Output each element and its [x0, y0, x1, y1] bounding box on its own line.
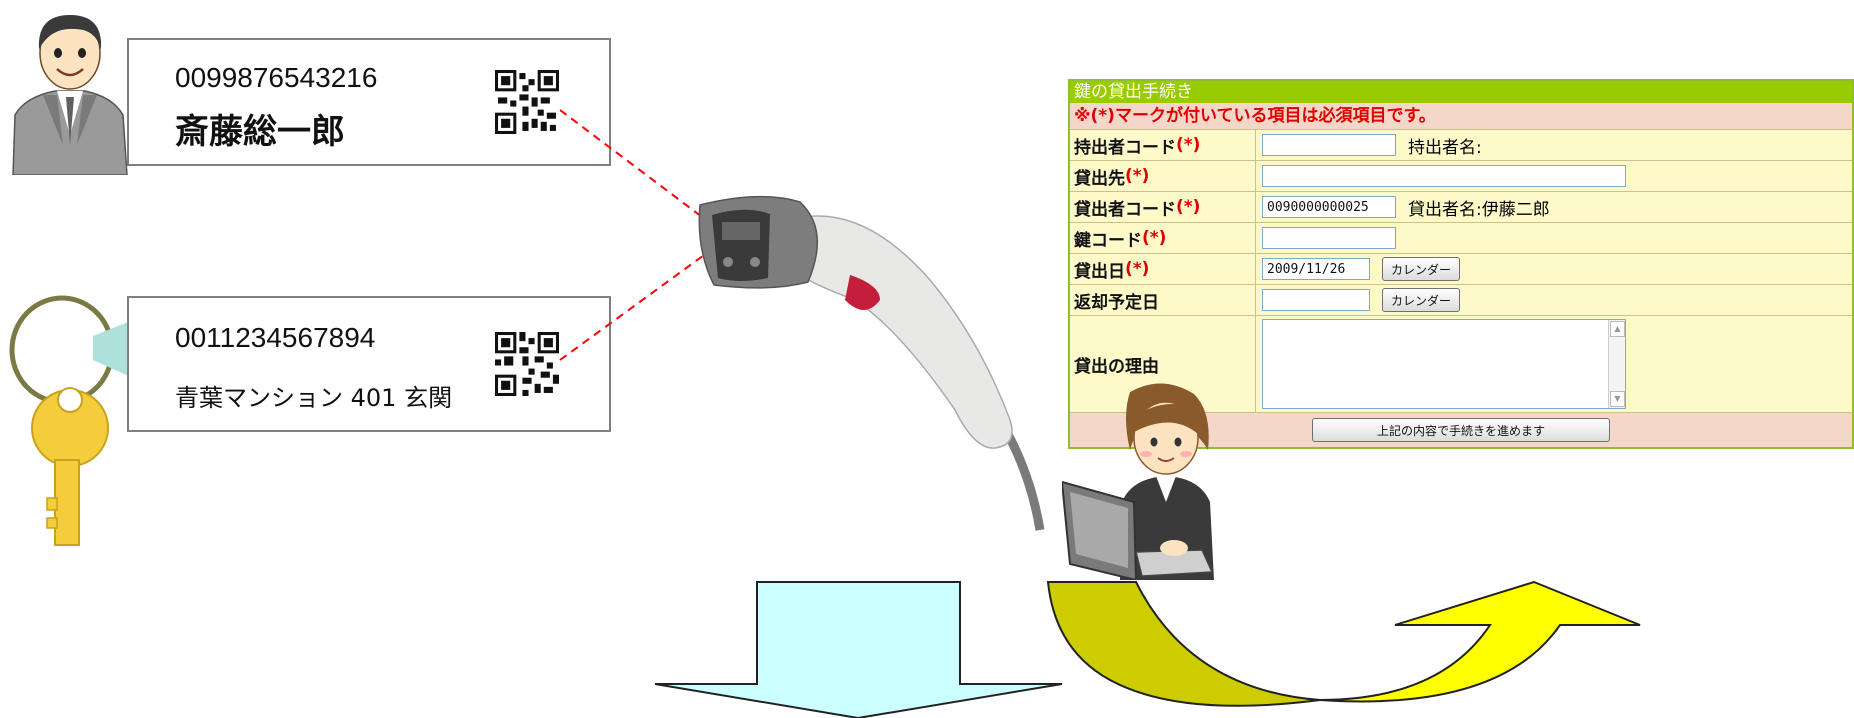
employee-id-card: 0099876543216 斎藤総一郎: [127, 38, 611, 166]
textarea-scrollbar[interactable]: ▲ ▼: [1608, 320, 1625, 408]
curved-arrow-olive: [1046, 581, 1321, 707]
form-title: 鍵の貸出手続き: [1070, 81, 1852, 103]
qr-code-icon: [495, 332, 559, 396]
borrower-name-label: 持出者名:: [1408, 137, 1482, 158]
scanner-handle: [789, 215, 1013, 449]
required-mark: (*): [1125, 259, 1150, 279]
reason-textarea[interactable]: ▲ ▼: [1262, 319, 1626, 409]
row-reason: 貸出の理由 ▲ ▼: [1070, 315, 1852, 412]
lender-name-text: 貸出者名:伊藤二郎: [1408, 199, 1550, 220]
office-worker-avatar: [1062, 383, 1214, 580]
borrower-code-input[interactable]: [1262, 134, 1396, 156]
required-note: ※(*)マークが付いている項目は必須項目です。: [1070, 103, 1852, 129]
borrower-code-label: 持出者コード: [1074, 137, 1176, 158]
destination-label: 貸出先: [1074, 168, 1125, 189]
required-mark: (*): [1176, 135, 1201, 155]
scroll-up-icon[interactable]: ▲: [1610, 321, 1625, 337]
destination-input[interactable]: [1262, 165, 1626, 187]
reason-label: 貸出の理由: [1074, 356, 1159, 377]
required-mark: (*): [1142, 228, 1167, 248]
return-date-label: 返却予定日: [1074, 292, 1159, 313]
key-id-card: 0011234567894 青葉マンション 401 玄関: [127, 296, 611, 432]
row-loan-date: 貸出日(*) カレンダー: [1070, 253, 1852, 284]
down-arrow: [654, 581, 1063, 718]
calendar-button[interactable]: カレンダー: [1382, 288, 1461, 312]
submit-button[interactable]: 上記の内容で手続きを進めます: [1312, 418, 1610, 442]
loan-date-label: 貸出日: [1074, 261, 1125, 282]
key-icon: [9, 295, 133, 546]
required-mark: (*): [1125, 166, 1150, 186]
key-code: 0011234567894: [175, 322, 376, 353]
scroll-down-icon[interactable]: ▼: [1610, 391, 1625, 407]
key-code-label: 鍵コード: [1074, 230, 1142, 251]
calendar-button[interactable]: カレンダー: [1382, 257, 1461, 281]
key-loan-form: 鍵の貸出手続き ※(*)マークが付いている項目は必須項目です。 持出者コード(*…: [1068, 79, 1854, 449]
scanner-head: [698, 195, 819, 289]
required-mark: (*): [1176, 197, 1201, 217]
key-name: 青葉マンション 401 玄関: [175, 384, 453, 412]
lender-code-label: 貸出者コード: [1074, 199, 1176, 220]
row-destination: 貸出先(*): [1070, 160, 1852, 191]
row-return-date: 返却予定日 カレンダー: [1070, 284, 1852, 315]
businessman-avatar: [12, 15, 128, 175]
row-lender-code: 貸出者コード(*) 貸出者名:伊藤二郎: [1070, 191, 1852, 222]
employee-name: 斎藤総一郎: [175, 112, 345, 152]
key-code-input[interactable]: [1262, 227, 1396, 249]
row-key-code: 鍵コード(*): [1070, 222, 1852, 253]
employee-code: 0099876543216: [175, 62, 378, 93]
loan-date-input[interactable]: [1262, 258, 1370, 280]
return-date-input[interactable]: [1262, 289, 1370, 311]
row-borrower-code: 持出者コード(*) 持出者名:: [1070, 129, 1852, 160]
qr-code-icon: [495, 70, 559, 134]
lender-code-input[interactable]: [1262, 196, 1396, 218]
curved-arrow-yellow: [1319, 580, 1641, 703]
